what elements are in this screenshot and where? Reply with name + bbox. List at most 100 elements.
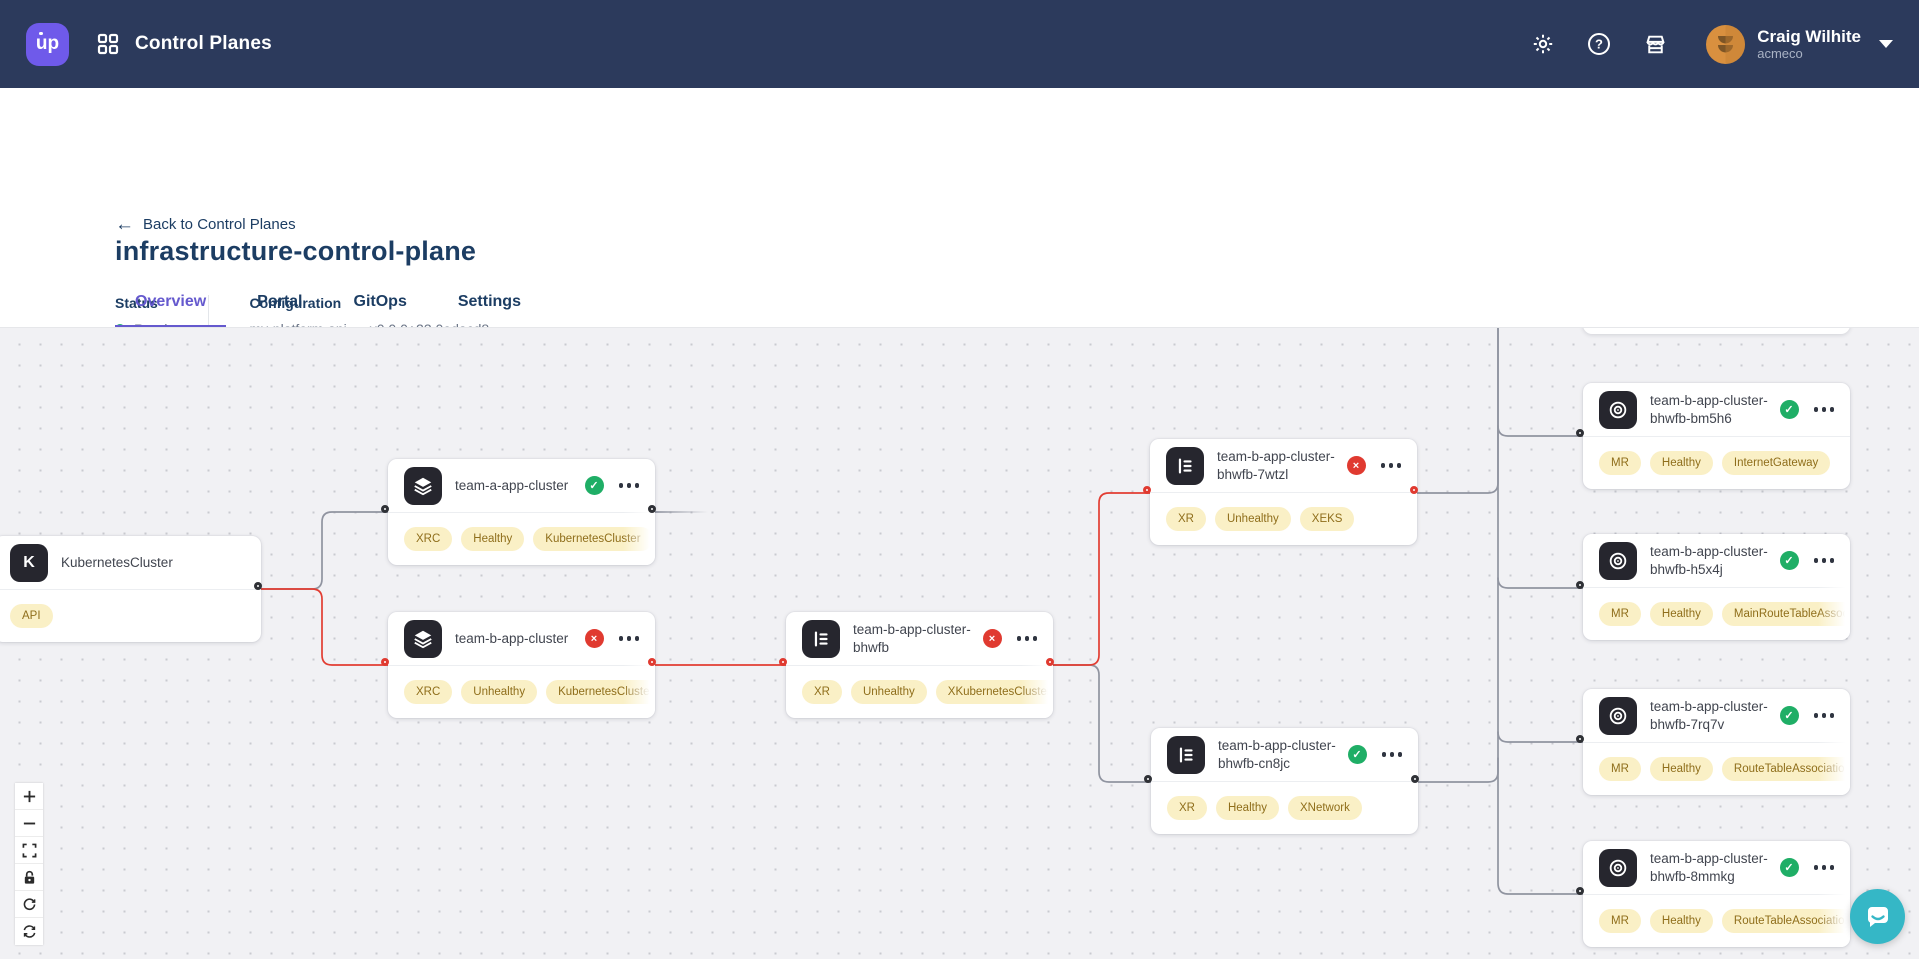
node-menu-button[interactable]	[1812, 554, 1837, 567]
divider	[786, 665, 1053, 666]
chat-bubble-icon	[1867, 906, 1888, 927]
fit-view-button[interactable]	[15, 837, 43, 864]
chat-launcher[interactable]	[1850, 889, 1905, 944]
node-team-b-app-cluster-bhwfb[interactable]: team-b-app-cluster-bhwfb × XR Unhealthy …	[786, 612, 1053, 718]
node-menu-button[interactable]	[1380, 748, 1405, 761]
badge: Unhealthy	[850, 679, 927, 704]
target-icon	[1599, 541, 1637, 580]
badge: Healthy	[1649, 908, 1713, 933]
node-menu-button[interactable]	[1812, 403, 1837, 416]
grid-icon[interactable]	[95, 31, 121, 57]
node-team-b-app-cluster[interactable]: team-b-app-cluster × XRC Unhealthy Kuber…	[388, 612, 655, 718]
divider	[1583, 436, 1850, 437]
refresh-button[interactable]	[15, 918, 43, 945]
node-kubernetescluster[interactable]: K KubernetesCluster API	[0, 536, 261, 642]
healthy-status-icon: ✓	[1779, 706, 1799, 725]
help-icon[interactable]: ?	[1586, 31, 1612, 57]
port-handle[interactable]	[381, 505, 389, 513]
node-title: team-b-app-cluster-bhwfb-h5x4j	[1650, 543, 1768, 577]
badge: Healthy	[461, 526, 525, 551]
port-handle[interactable]	[1410, 486, 1418, 494]
badge: XRC	[404, 526, 453, 551]
badge: XR	[1166, 506, 1206, 531]
target-icon	[1599, 696, 1637, 735]
badge: RouteTableAssociation	[1721, 908, 1850, 933]
upbound-logo[interactable]: up	[26, 22, 69, 66]
status-label: Status	[115, 295, 158, 311]
chevron-down-icon	[1879, 40, 1893, 48]
node-team-b-app-cluster-bhwfb-h5x4j[interactable]: team-b-app-cluster-bhwfb-h5x4j ✓ MR Heal…	[1583, 534, 1850, 640]
node-team-a-app-cluster[interactable]: team-a-app-cluster ✓ XRC Healthy Kuberne…	[388, 459, 655, 565]
node-badges: MR Healthy RouteTableAssociation	[1583, 742, 1850, 795]
rotate-button[interactable]	[15, 891, 43, 918]
graph-canvas[interactable]: K KubernetesCluster API team-a-app-clust…	[0, 327, 1919, 959]
port-handle[interactable]	[1411, 775, 1419, 783]
badge: Unhealthy	[461, 679, 538, 704]
port-handle[interactable]	[1576, 581, 1584, 589]
node-menu-button[interactable]	[1015, 632, 1040, 645]
badge: XEKS	[1299, 506, 1355, 531]
node-team-b-app-cluster-bhwfb-8mmkg[interactable]: team-b-app-cluster-bhwfb-8mmkg ✓ MR Heal…	[1583, 841, 1850, 947]
badge: Healthy	[1649, 756, 1713, 781]
node-team-b-app-cluster-bhwfb-cn8jc[interactable]: team-b-app-cluster-bhwfb-cn8jc ✓ XR Heal…	[1151, 728, 1418, 834]
port-handle[interactable]	[779, 658, 787, 666]
port-handle[interactable]	[254, 582, 262, 590]
page-context-title: Control Planes	[135, 33, 272, 54]
node-badges: XR Healthy XNetwork	[1151, 781, 1418, 834]
node-menu-button[interactable]	[617, 479, 642, 492]
node-menu-button[interactable]	[1812, 861, 1837, 874]
node-team-b-app-cluster-bhwfb-7wtzl[interactable]: team-b-app-cluster-bhwfb-7wtzl × XR Unhe…	[1150, 439, 1417, 545]
node-badges: XRC Unhealthy KubernetesCluster	[388, 665, 655, 718]
tab-gitops[interactable]: GitOps	[353, 293, 407, 310]
port-handle[interactable]	[1576, 429, 1584, 437]
port-handle[interactable]	[1046, 658, 1054, 666]
node-team-b-app-cluster-bhwfb-bm5h6[interactable]: team-b-app-cluster-bhwfb-bm5h6 ✓ MR Heal…	[1583, 383, 1850, 489]
node-team-b-app-cluster-bhwfb-7rq7v[interactable]: team-b-app-cluster-bhwfb-7rq7v ✓ MR Heal…	[1583, 689, 1850, 795]
healthy-status-icon: ✓	[1779, 400, 1799, 419]
port-handle[interactable]	[1576, 735, 1584, 743]
healthy-status-icon: ✓	[1779, 858, 1799, 877]
layers-icon	[404, 619, 442, 658]
port-handle[interactable]	[1144, 775, 1152, 783]
port-handle[interactable]	[381, 658, 389, 666]
zoom-out-button[interactable]	[15, 810, 43, 837]
badge: XNetwork	[1287, 795, 1362, 820]
node-menu-button[interactable]	[1379, 459, 1404, 472]
badge: InternetGateway	[1721, 450, 1831, 475]
user-menu[interactable]: Craig Wilhite acmeco	[1706, 24, 1893, 64]
user-org: acmeco	[1757, 46, 1803, 62]
list-icon	[1166, 446, 1204, 485]
port-handle[interactable]	[648, 658, 656, 666]
port-handle[interactable]	[1143, 486, 1151, 494]
avatar	[1706, 24, 1746, 64]
badge: MR	[1599, 601, 1641, 626]
badge: Unhealthy	[1214, 506, 1291, 531]
marketplace-icon[interactable]	[1642, 31, 1668, 57]
badge: XR	[802, 679, 842, 704]
port-handle[interactable]	[648, 505, 656, 513]
tab-settings[interactable]: Settings	[457, 293, 521, 310]
node-menu-button[interactable]	[1812, 709, 1837, 722]
settings-gear-icon[interactable]	[1530, 31, 1556, 57]
tab-portal[interactable]: Portal	[257, 293, 303, 310]
tab-overview[interactable]: Overview	[115, 283, 227, 328]
divider	[1583, 742, 1850, 743]
lock-button[interactable]	[15, 864, 43, 891]
node-menu-button[interactable]	[617, 632, 642, 645]
node-partial-top[interactable]	[1583, 328, 1850, 334]
badge: MainRouteTableAssociat	[1721, 601, 1850, 626]
back-link-label: Back to Control Planes	[143, 216, 296, 233]
healthy-status-icon: ✓	[1347, 745, 1367, 764]
zoom-in-button[interactable]	[15, 783, 43, 810]
logo-dot	[39, 31, 43, 35]
badge: XR	[1167, 795, 1207, 820]
divider	[388, 512, 655, 513]
port-handle[interactable]	[1576, 887, 1584, 895]
healthy-status-icon: ✓	[1779, 551, 1799, 570]
divider	[1151, 781, 1418, 782]
node-badges: XR Unhealthy XKubernetesCluster	[786, 665, 1053, 718]
list-icon	[1167, 735, 1205, 774]
divider	[388, 665, 655, 666]
divider	[0, 589, 261, 590]
back-link[interactable]: ← Back to Control Planes	[115, 215, 296, 234]
